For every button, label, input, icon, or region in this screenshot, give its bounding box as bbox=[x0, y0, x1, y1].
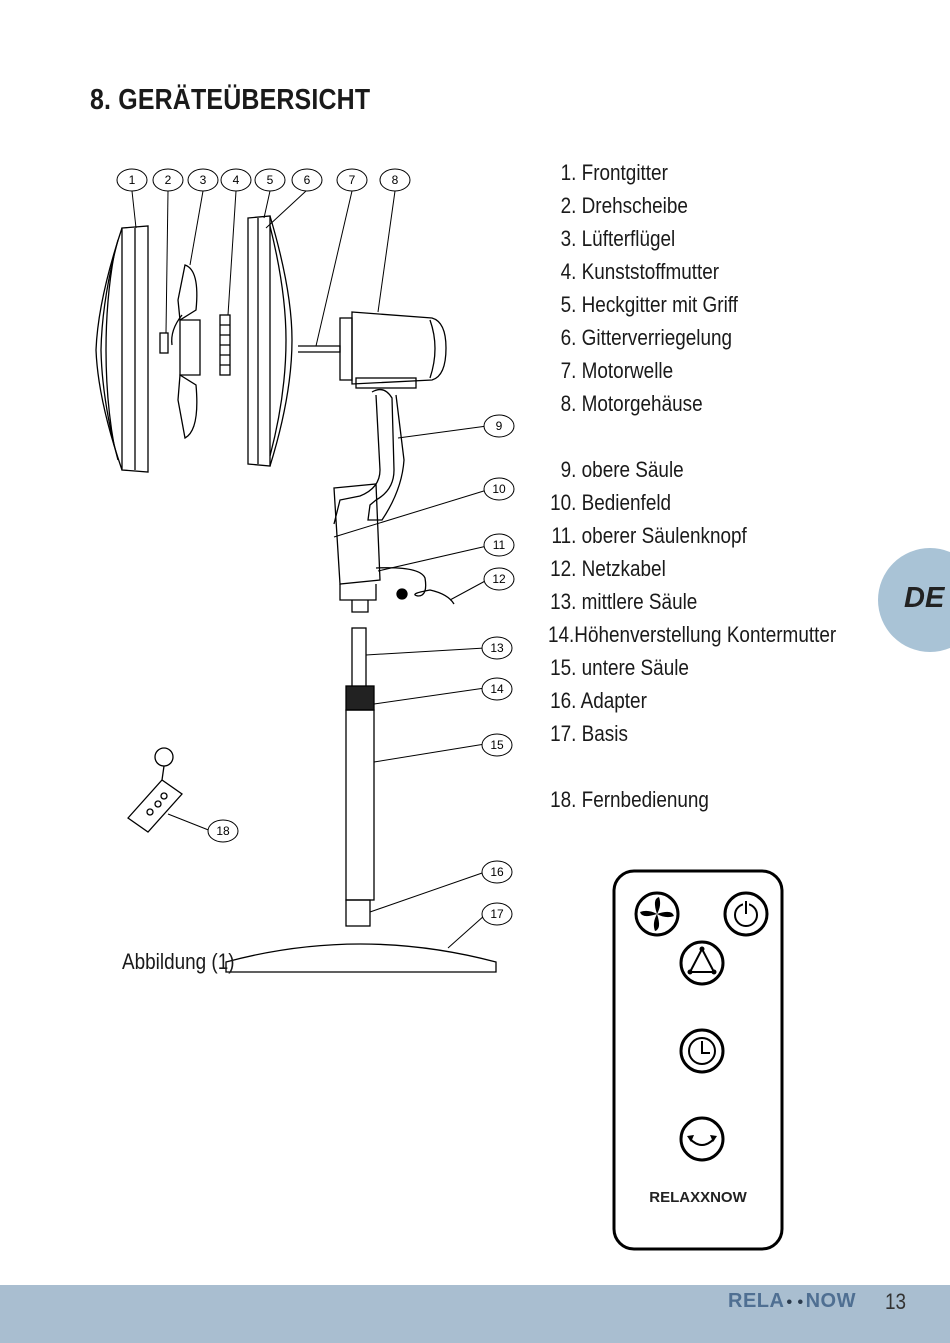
callout-5: 5 bbox=[254, 168, 286, 192]
svg-text:5: 5 bbox=[267, 173, 274, 187]
lock-nut-drawing bbox=[345, 685, 375, 711]
base-drawing bbox=[225, 943, 497, 973]
list-item: 11. oberer Säulenknopf bbox=[551, 523, 747, 548]
callout-12: 12 bbox=[483, 567, 515, 591]
callout-18: 18 bbox=[207, 819, 239, 843]
svg-text:9: 9 bbox=[496, 419, 503, 433]
power-icon bbox=[723, 891, 769, 937]
language-label: DE bbox=[904, 582, 945, 614]
rear-grille-drawing bbox=[247, 215, 293, 467]
list-item: 4. Kunststoffmutter bbox=[560, 259, 720, 284]
list-item: 5. Heckgitter mit Griff bbox=[560, 292, 738, 317]
list-item: 3. Lüfterflügel bbox=[560, 226, 676, 251]
list-item: 2. Drehscheibe bbox=[560, 193, 688, 218]
list-item: 17. Basis bbox=[550, 721, 628, 746]
callout-7: 7 bbox=[336, 168, 368, 192]
lower-column-drawing bbox=[345, 709, 375, 901]
page-number: 13 bbox=[885, 1289, 907, 1314]
callout-16: 16 bbox=[481, 860, 513, 884]
list-item: 13. mittlere Säule bbox=[550, 589, 698, 614]
power-cable-drawing bbox=[375, 567, 455, 605]
callout-6: 6 bbox=[291, 168, 323, 192]
callout-15: 15 bbox=[481, 733, 513, 757]
list-item: 6. Gitterverriegelung bbox=[560, 325, 733, 350]
front-grille-drawing bbox=[95, 225, 149, 473]
svg-text:4: 4 bbox=[233, 173, 240, 187]
list-item: 7. Motorwelle bbox=[560, 358, 674, 383]
svg-text:8: 8 bbox=[392, 173, 399, 187]
callout-17: 17 bbox=[481, 902, 513, 926]
fan-icon bbox=[634, 891, 680, 937]
list-item: 18. Fernbedienung bbox=[550, 787, 709, 812]
svg-text:1: 1 bbox=[129, 173, 136, 187]
remote-mini-drawing bbox=[127, 747, 183, 833]
callout-markers: 1 2 3 4 5 6 7 8 9 10 11 12 13 14 15 16 1… bbox=[116, 168, 515, 926]
remote-control: RELAXXNOW bbox=[612, 869, 784, 1251]
svg-text:12: 12 bbox=[492, 572, 506, 586]
adapter-drawing bbox=[345, 899, 371, 927]
svg-text:3: 3 bbox=[200, 173, 207, 187]
svg-text:16: 16 bbox=[490, 865, 504, 879]
callout-9: 9 bbox=[483, 414, 515, 438]
svg-text:14: 14 bbox=[490, 682, 504, 696]
callout-1: 1 bbox=[116, 168, 148, 192]
callout-11: 11 bbox=[483, 533, 515, 557]
callout-3: 3 bbox=[187, 168, 219, 192]
list-item: 1. Frontgitter bbox=[560, 160, 668, 185]
svg-text:17: 17 bbox=[490, 907, 504, 921]
callout-2: 2 bbox=[152, 168, 184, 192]
svg-text:6: 6 bbox=[304, 173, 311, 187]
list-item: 10. Bedienfeld bbox=[550, 490, 672, 515]
leader-lines bbox=[131, 190, 488, 949]
motor-shaft-drawing bbox=[298, 345, 341, 353]
fan-blade-drawing bbox=[171, 264, 201, 439]
svg-text:18: 18 bbox=[216, 824, 230, 838]
figure-caption: Abbildung (1) bbox=[122, 949, 235, 974]
footer-bar bbox=[0, 1285, 950, 1343]
list-item: 16. Adapter bbox=[550, 688, 647, 713]
svg-text:15: 15 bbox=[490, 738, 504, 752]
list-item: 14.Höhenverstellung Kontermutter bbox=[548, 622, 837, 647]
svg-text:10: 10 bbox=[492, 482, 506, 496]
list-item: 8. Motorgehäuse bbox=[560, 391, 703, 416]
fan-exploded-diagram: 1 2 3 4 5 6 7 8 9 10 11 12 13 14 15 16 1… bbox=[95, 168, 515, 973]
svg-text:2: 2 bbox=[165, 173, 172, 187]
language-tab: DE bbox=[878, 548, 950, 652]
callout-14: 14 bbox=[481, 677, 513, 701]
list-item: 15. untere Säule bbox=[550, 655, 689, 680]
swing-icon bbox=[679, 1116, 725, 1162]
callout-8: 8 bbox=[379, 168, 411, 192]
footer-logo: RELA• •NOW bbox=[728, 1290, 856, 1312]
middle-column-drawing bbox=[351, 627, 367, 689]
triangle-icon bbox=[679, 940, 725, 986]
spinner-drawing bbox=[159, 332, 169, 354]
page-title: 8. GERÄTEÜBERSICHT bbox=[90, 84, 371, 116]
callout-10: 10 bbox=[483, 477, 515, 501]
callout-4: 4 bbox=[220, 168, 252, 192]
list-item: 12. Netzkabel bbox=[550, 556, 666, 581]
svg-text:7: 7 bbox=[349, 173, 356, 187]
timer-icon bbox=[679, 1028, 725, 1074]
motor-housing-drawing bbox=[339, 311, 447, 389]
callout-13: 13 bbox=[481, 636, 513, 660]
svg-text:11: 11 bbox=[493, 538, 506, 552]
list-item: 9. obere Säule bbox=[560, 457, 684, 482]
upper-column-drawing bbox=[333, 388, 405, 613]
remote-brand: RELAXXNOW bbox=[649, 1189, 747, 1206]
svg-text:13: 13 bbox=[490, 641, 504, 655]
